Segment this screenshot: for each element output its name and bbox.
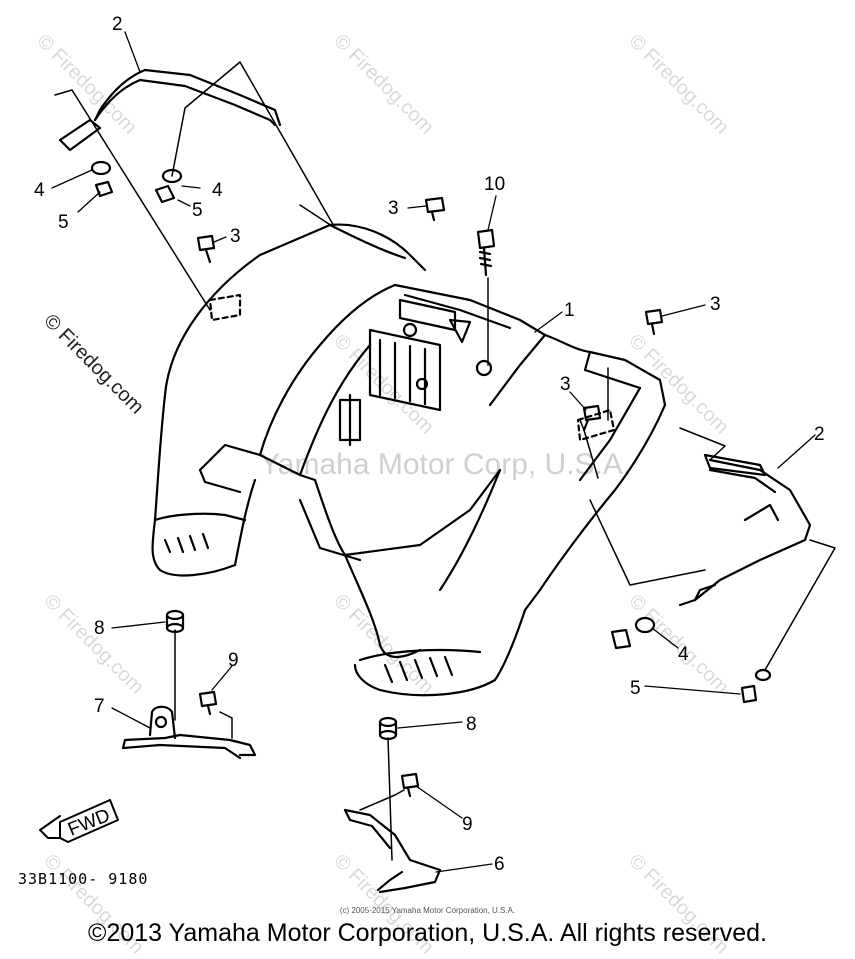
fwd-label: FWD	[65, 805, 113, 841]
right-mud-guard-part-2	[678, 453, 812, 607]
collar-5-left	[94, 180, 114, 198]
bolt-3-right	[644, 308, 664, 336]
fwd-arrow	[39, 799, 119, 843]
callout-3-left: 3	[230, 226, 241, 247]
callout-8-left: 8	[94, 618, 105, 639]
callout-5-center: 5	[192, 200, 203, 221]
callout-3-top: 3	[388, 198, 399, 219]
bolt-3-top	[424, 196, 446, 222]
callout-6: 6	[494, 854, 505, 875]
callout-5-right: 5	[630, 678, 641, 699]
center-watermark: Yamaha Motor Corp, U.S.A.	[260, 448, 632, 481]
callout-10: 10	[484, 174, 505, 195]
screw-9-center	[400, 772, 420, 798]
bolt-3-left	[196, 234, 216, 264]
grommet-8-center	[378, 716, 398, 741]
callout-9-left: 9	[228, 650, 239, 671]
callout-3-mid: 3	[560, 374, 571, 395]
diagram-code: 33B1100- 9180	[18, 870, 149, 888]
nut-4-left	[90, 160, 112, 176]
collar-5-center	[154, 184, 176, 204]
callout-3-right: 3	[710, 294, 721, 315]
copyright-notice: ©2013 Yamaha Motor Corporation, U.S.A. A…	[88, 919, 767, 947]
callout-2-top: 2	[112, 14, 123, 35]
bracket-part-6	[343, 808, 442, 894]
collar-5-right	[610, 628, 632, 650]
callout-8-center: 8	[466, 714, 477, 735]
callout-9-center: 9	[462, 814, 473, 835]
callout-2-right: 2	[814, 424, 825, 445]
nut-4-far-right	[754, 668, 772, 682]
callout-1: 1	[564, 300, 575, 321]
front-fender-part-1	[151, 223, 667, 697]
callout-7: 7	[94, 696, 105, 717]
nut-4-center	[161, 168, 183, 184]
small-copyright: (c) 2005-2015 Yamaha Motor Corporation, …	[339, 906, 516, 915]
nut-4-right	[634, 616, 656, 634]
left-mud-guard-part-2	[58, 68, 282, 152]
bolt-10	[476, 228, 496, 277]
grommet-8-left	[165, 609, 185, 634]
callout-4-right: 4	[678, 644, 689, 665]
callout-4-left: 4	[34, 180, 45, 201]
collar-5-far-right	[740, 684, 758, 704]
callout-5-left: 5	[58, 212, 69, 233]
bracket-part-7	[121, 705, 257, 760]
callout-4-center: 4	[212, 180, 223, 201]
screw-9-left	[198, 690, 218, 716]
bolt-3-mid	[582, 404, 602, 432]
